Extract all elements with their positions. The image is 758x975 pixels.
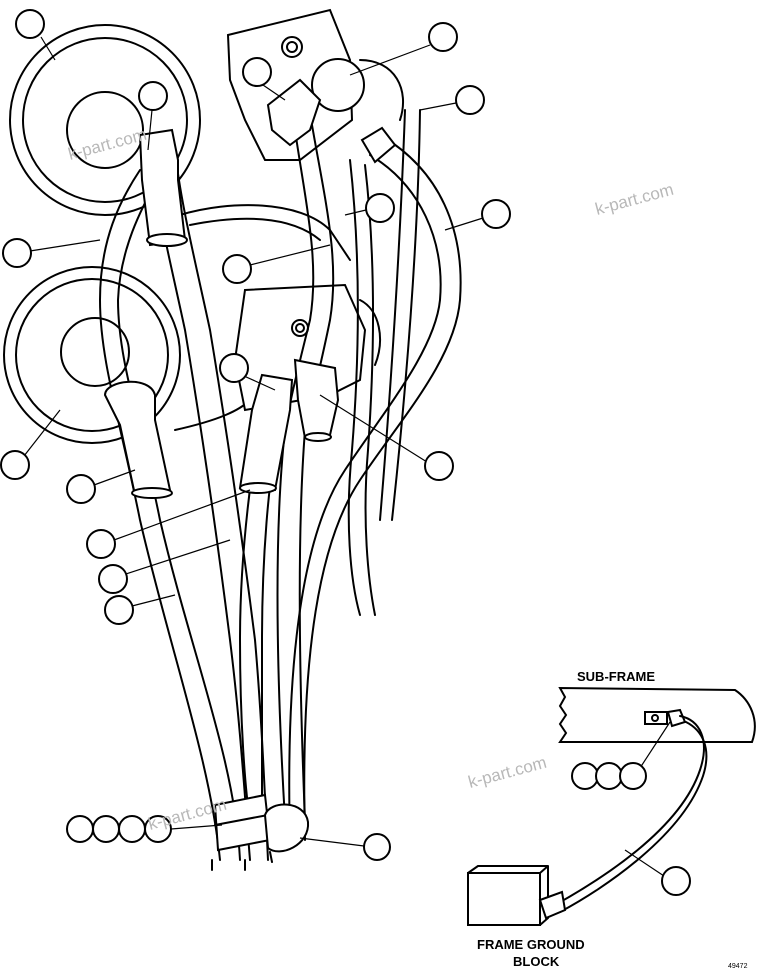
callout-circle (104, 595, 134, 625)
callout-circle (424, 451, 454, 481)
callout-circle (455, 85, 485, 115)
watermark: k-part.com (593, 180, 675, 219)
callout-circle (0, 450, 30, 480)
callout-circle (86, 529, 116, 559)
hose-end (360, 126, 397, 164)
callout-circle (571, 762, 599, 790)
callout-circle (66, 815, 94, 843)
callout-circle (222, 254, 252, 284)
callout-circle (481, 199, 511, 229)
callout-circle (365, 193, 395, 223)
callout-circle (2, 238, 32, 268)
callout-circle (66, 474, 96, 504)
frame-ground-label-1: FRAME GROUND (477, 937, 585, 952)
sub-frame-inset: SUB-FRAME FRAME GROUND BLOCK (467, 669, 756, 969)
callout-circle (92, 815, 120, 843)
sub-frame-label: SUB-FRAME (577, 669, 655, 684)
callout-circle (15, 9, 45, 39)
watermark: k-part.com (466, 753, 548, 792)
callout-circle (619, 762, 647, 790)
figure-code: 49472 (728, 963, 748, 970)
callout-circle (428, 22, 458, 52)
callout-circle (118, 815, 146, 843)
clamp-bolt (263, 803, 310, 853)
callout-circle (219, 353, 249, 383)
callout-circle (242, 57, 272, 87)
upper-terminal-boot (138, 128, 187, 247)
callout-circle (98, 564, 128, 594)
callout-circle (595, 762, 623, 790)
lower-right-boot (293, 358, 340, 440)
frame-ground-label-2: BLOCK (513, 954, 560, 969)
callouts (0, 9, 511, 861)
upper-right-boot (266, 78, 322, 147)
callout-circle (144, 815, 172, 843)
callout-circle (138, 81, 168, 111)
callout-circle (363, 833, 391, 861)
callout-circle (661, 866, 691, 896)
